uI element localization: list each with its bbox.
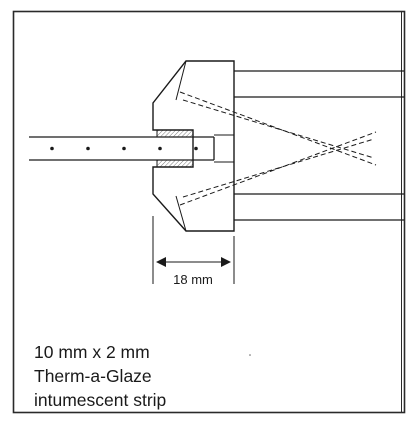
fixing-screws xyxy=(179,91,377,206)
glass-dot xyxy=(158,146,162,151)
speck xyxy=(249,354,251,356)
door-frame xyxy=(234,70,404,221)
glass-dot xyxy=(50,146,54,151)
glazing-bead-profile xyxy=(152,60,235,232)
caption-line-1: 10 mm x 2 mm xyxy=(34,342,150,362)
diagram-frame xyxy=(12,10,406,414)
arrow-right-icon xyxy=(221,257,231,267)
glass-dot xyxy=(122,146,126,151)
caption-line-2: Therm-a-Glaze xyxy=(34,366,152,386)
caption: 10 mm x 2 mm Therm-a-Glaze intumescent s… xyxy=(34,340,334,412)
intumescent-strip-top xyxy=(156,129,194,138)
glass-pane xyxy=(29,136,215,161)
caption-line-3: intumescent strip xyxy=(34,390,167,410)
bead-inner-line-bottom xyxy=(175,195,187,232)
intumescent-strip-bottom xyxy=(156,159,194,168)
glass-dot xyxy=(194,146,198,151)
bead-inner-line-top xyxy=(175,60,187,101)
dimension-label: 18 mm xyxy=(173,272,213,287)
dimension-18mm: 18 mm xyxy=(152,216,235,287)
arrow-left-icon xyxy=(156,257,166,267)
glass-dot xyxy=(86,146,90,151)
